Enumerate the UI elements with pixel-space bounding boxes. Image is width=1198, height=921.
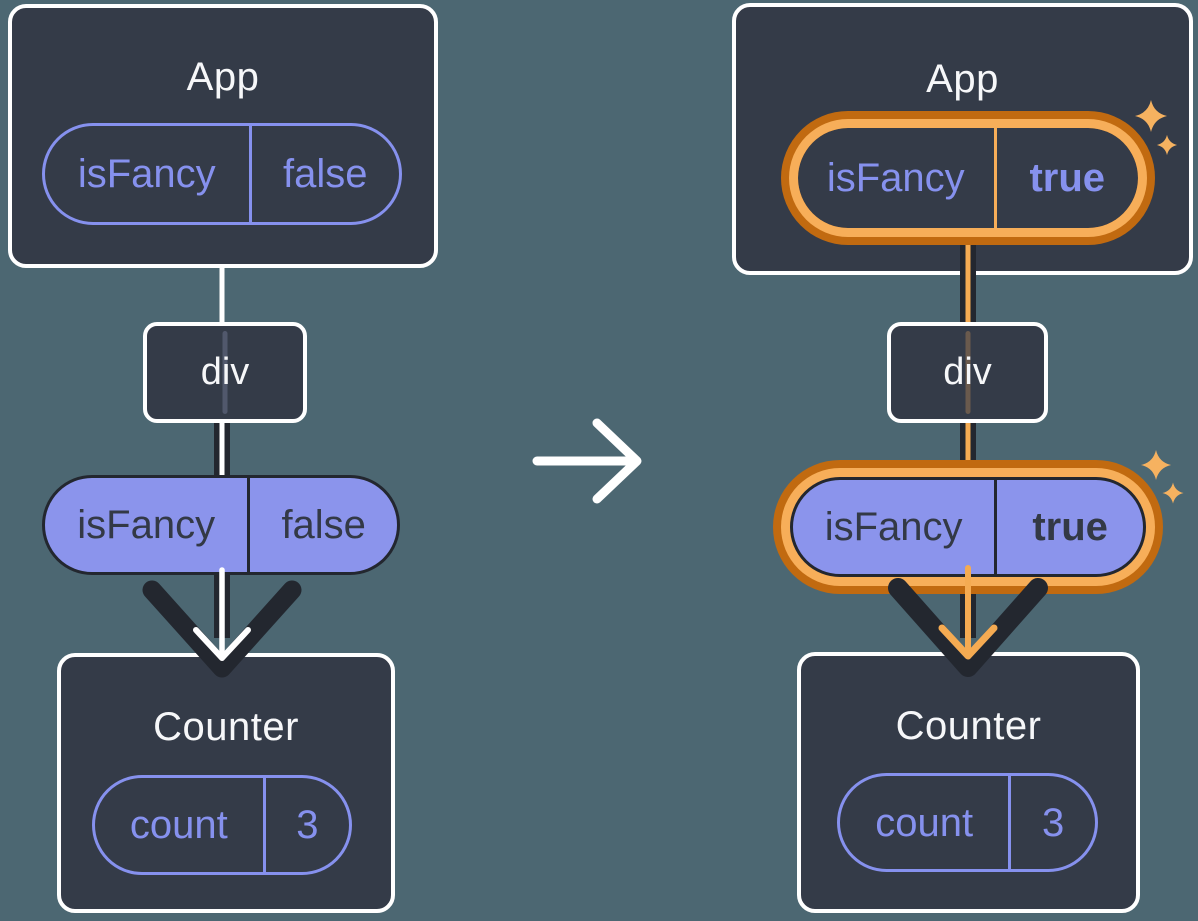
counter-title: Counter	[895, 704, 1042, 748]
state-value: false	[248, 126, 399, 222]
prop-name: isFancy	[824, 505, 963, 549]
div-label: div	[943, 351, 992, 393]
after-counter-state-pill: count 3	[837, 773, 1098, 872]
state-value: true	[993, 128, 1139, 228]
prop-name: isFancy	[77, 503, 216, 547]
state-value: 3	[262, 778, 349, 872]
after-app-state-pill-highlighted: isFancy true	[798, 128, 1138, 228]
after-app-card: App	[732, 3, 1193, 275]
app-title: App	[186, 55, 260, 99]
before-app-state-pill: isFancy false	[42, 123, 402, 225]
prop-value: true	[994, 480, 1143, 574]
state-name: count	[875, 800, 974, 845]
state-name: isFancy	[77, 152, 216, 196]
state-name: isFancy	[826, 156, 965, 200]
sparkle-icon	[1140, 449, 1172, 481]
prop-value: false	[247, 478, 397, 572]
sparkle-icon	[1162, 482, 1184, 504]
state-name: count	[129, 803, 228, 847]
after-prop-pill-highlighted: isFancy true	[790, 477, 1146, 577]
before-counter-state-pill: count 3	[92, 775, 352, 875]
state-value: 3	[1008, 776, 1095, 869]
div-label: div	[200, 351, 250, 393]
pass-through-line	[222, 331, 228, 414]
app-title: App	[926, 57, 999, 101]
counter-title: Counter	[153, 705, 299, 749]
after-div-card: div	[887, 322, 1048, 423]
transition-arrow-icon	[532, 418, 642, 504]
before-div-card: div	[143, 322, 307, 423]
before-prop-pill: isFancy false	[42, 475, 400, 575]
